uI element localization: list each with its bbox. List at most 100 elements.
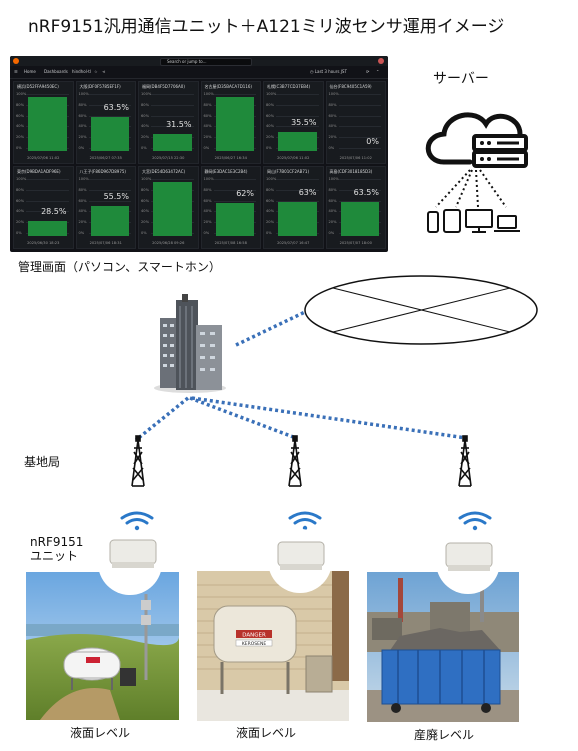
axis-tick-label: 40% [141,209,149,214]
base-station-label: 基地局 [24,455,61,469]
axis-tick-label: 80% [16,102,24,107]
gauge-panel[interactable]: 静岡(E3DAC1E3C2B4)100%80%60%40%20%0%62%202… [200,166,261,249]
axis-tick-label: 100% [16,177,27,181]
level-bar [340,201,379,236]
axis-tick-label: 40% [78,124,87,129]
gauge-panel[interactable]: 東京(D9BDA1ADF96E)100%80%60%40%20%0%28.5%2… [13,166,74,249]
axis-tick-label: 40% [203,209,212,214]
axis-tick-label: 20% [203,135,212,140]
gauge-panel[interactable]: 岡山(F7B01CF2AB71)100%80%60%40%20%0%63%202… [263,166,324,249]
share-icon[interactable]: ⋖ [102,69,106,74]
axis-tick-label: 80% [328,187,337,192]
gauge-panel[interactable]: 高島(CDF3018185D3)100%80%60%40%20%0%63.5%2… [325,166,386,249]
axis-tick-label: 0% [141,146,147,150]
axis-tick-label: 40% [78,209,87,214]
level-bar [278,131,317,151]
avatar[interactable] [378,58,384,64]
gauge-panel[interactable]: 福岡(DB4F5D7706A0)100%80%60%40%20%0%31.5%2… [138,81,199,164]
axis-tick-label: 100% [266,177,277,181]
wireless-signal-icon [458,511,492,531]
axis-tick-label: 20% [78,220,87,225]
axis-tick-label: 60% [16,198,24,203]
gauge-panel[interactable]: 札幌(C3B77CD37EB4)100%80%60%40%20%0%35.5%2… [263,81,324,164]
time-range-picker[interactable]: ◷ Last 3 hours JST [310,69,347,74]
axis-tick-label: 80% [141,102,149,107]
axis-tick-label: 60% [141,198,149,203]
axis-tick-label: 40% [266,209,274,214]
level-value-label: 28.5% [41,206,67,216]
grid-line [338,189,381,191]
gauge-panel[interactable]: 名古屋(D35BACA7D116)100%80%60%40%20%0%2025/… [200,81,261,164]
menu-icon[interactable]: ☰ [14,69,18,74]
grid-line [276,200,319,202]
panel-timestamp: 2025/07/08 16:58 [214,241,247,245]
axis-tick-label: 40% [328,209,337,214]
grid-line [88,179,131,180]
grid-line [213,189,256,191]
photo-kerosene-tank-house: DANGER KEROSENE [197,529,349,721]
server-rack-icon [472,134,528,168]
axis-tick-label: 20% [141,220,149,225]
level-value-label: 31.5% [166,119,192,129]
axis-tick-label: 40% [328,124,337,129]
network-links [134,310,467,442]
unit-label-line2: ユニット [30,549,79,563]
panel-timestamp: 2025/07/06 11:02 [27,156,60,160]
grid-line [338,104,381,106]
axis-tick-label: 0% [141,231,147,235]
axis-tick-label: 40% [203,124,212,129]
star-icon[interactable]: ☆ [94,69,98,74]
collapse-icon[interactable]: ⌃ [376,69,380,74]
axis-tick-label: 0% [266,231,272,235]
axis-tick-label: 0% [16,146,22,150]
panel-title: 八王子(F86D967D8975) [79,169,127,174]
time-zone-label: JST [340,69,347,74]
panel-title: 名古屋(D35BACA7D116) [204,84,253,89]
gauge-panel[interactable]: 大宮(DE54D63472AC)100%80%60%40%20%0%2025/0… [138,166,199,249]
caption-waste-level: 産廃レベル [414,728,475,742]
axis-tick-label: 20% [328,135,337,140]
dashboard-screenshot: Search or jump to... ☰ Home Dashboards h… [10,56,388,252]
grid-line [338,126,381,128]
dashboard-breadcrumb: ☰ Home Dashboards hindhol-tl ☆ ⋖ ◷ Last … [10,66,388,79]
base-station-tower [288,435,302,487]
panel-title: 仙台(F8C9405C1A59) [329,84,372,89]
search-placeholder: Search or jump to... [167,59,207,64]
panel-timestamp: 2025/07/15 22:30 [152,156,185,160]
base-station-tower [458,435,472,487]
axis-tick-label: 40% [16,209,24,214]
axis-tick-label: 60% [328,198,337,203]
danger-sign: DANGER [242,633,266,639]
gauge-panel[interactable]: 仙台(F8C9405C1A59)100%80%60%40%20%0%0%2025… [325,81,386,164]
panel-timestamp: 2025/07/07 16:47 [277,241,310,245]
axis-tick-label: 20% [203,220,212,225]
gauge-panel[interactable]: 八王子(F86D967D8975)100%80%60%40%20%0%55.5%… [75,166,136,249]
axis-tick-label: 60% [266,113,274,118]
grid-line [88,200,131,202]
level-value-label: 63.5% [353,187,379,197]
level-value-label: 63.5% [103,102,129,112]
gauge-panel[interactable]: 大阪(DF0F5785EF1F)100%80%60%40%20%0%63.5%2… [75,81,136,164]
grid-line [151,115,194,117]
breadcrumb-dashboards[interactable]: Dashboards [44,69,68,74]
page-title: nRF9151汎用通信ユニット＋A121ミリ波センサ運用イメージ [28,17,505,37]
level-bar [215,202,254,236]
grid-line [338,137,381,139]
axis-tick-label: 100% [78,177,89,181]
breadcrumb-current[interactable]: hindhol-tl [72,69,91,74]
dashboard-search-input[interactable]: Search or jump to... [160,58,252,66]
gauge-panel[interactable]: 横浜(D52FFA9450EC)100%80%60%40%20%0%2025/0… [13,81,74,164]
grid-line [276,189,319,191]
axis-tick-label: 0% [78,231,85,235]
axis-tick-label: 60% [203,198,212,203]
grid-line [88,94,131,95]
breadcrumb-home[interactable]: Home [24,69,36,74]
grafana-logo-icon [13,58,19,64]
grid-line [213,200,256,202]
grid-line [26,94,69,95]
refresh-icon[interactable]: ⟳ [366,69,370,74]
axis-tick-label: 80% [203,102,212,107]
axis-tick-label: 100% [328,92,339,96]
level-value-label: 0% [366,137,379,146]
axis-tick-label: 80% [16,187,24,192]
